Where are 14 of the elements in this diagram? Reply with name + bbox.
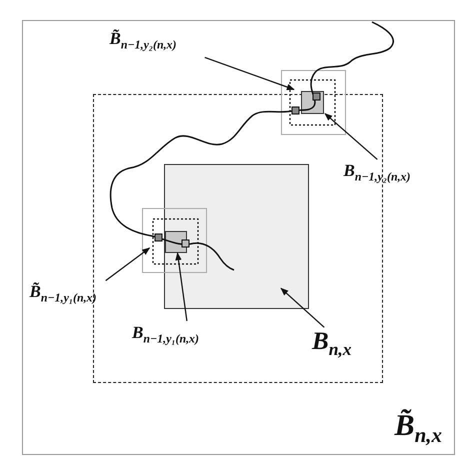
math-label: B̃$_{n−1,y₂(n,x)}$ bbox=[110, 30, 178, 51]
math-label: B$_{n−1,y₂(n,x)}$ bbox=[344, 162, 412, 183]
neighborhood-square bbox=[142, 208, 207, 273]
leader-arrow bbox=[175, 252, 188, 322]
shaded-square bbox=[164, 164, 309, 309]
leader-arrow bbox=[204, 56, 295, 90]
math-label: B̃$_{n−1,y₁(n,x)}$ bbox=[30, 282, 98, 304]
outer-square bbox=[22, 20, 455, 455]
math-label: B$_{n−1,y₁(n,x)}$ bbox=[132, 324, 200, 346]
leader-arrow bbox=[324, 113, 378, 160]
math-label: B̃$_{n,x}$ bbox=[394, 411, 442, 446]
math-label: B$_{n,x}$ bbox=[312, 329, 353, 358]
leader-arrow bbox=[280, 288, 325, 328]
leader-arrow bbox=[105, 248, 150, 282]
